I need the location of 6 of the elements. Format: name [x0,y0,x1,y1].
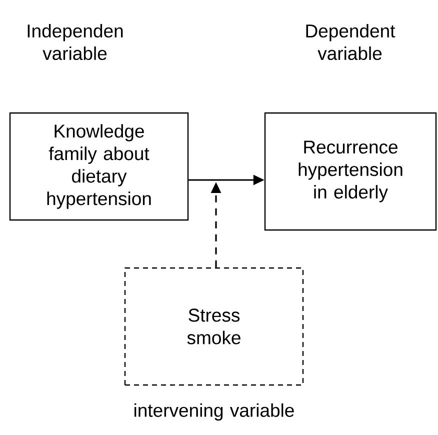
variable-heading: Independen variable [28,24,123,60]
variable-heading: Dependent variable [306,24,396,60]
box-text: Knowledge family about dietary hypertension [47,124,151,209]
box-text: Recurrence hypertension in elderly [298,140,402,202]
box-text: Stress smoke [187,308,240,344]
variable-heading: intervening variable [134,403,294,421]
